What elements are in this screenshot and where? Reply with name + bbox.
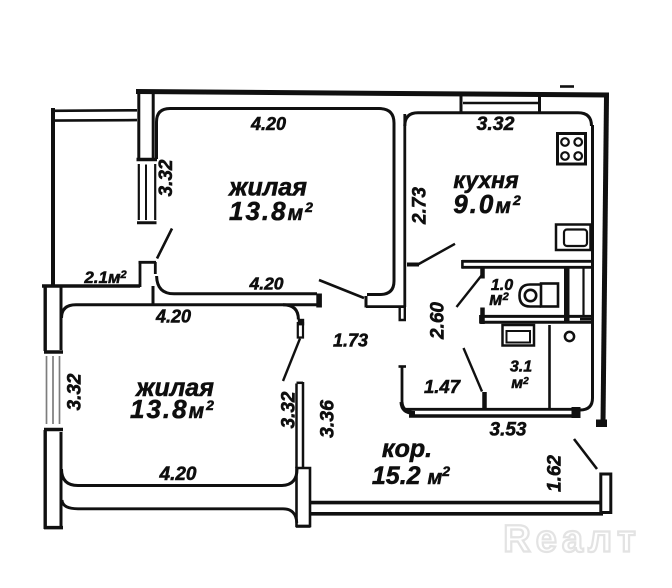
svg-text:4.20: 4.20 <box>155 307 191 327</box>
svg-text:4.20: 4.20 <box>248 274 283 294</box>
svg-text:кор.: кор. <box>382 435 432 463</box>
svg-text:м2: м2 <box>489 289 508 309</box>
svg-text:4.20: 4.20 <box>159 464 197 485</box>
svg-text:3.1: 3.1 <box>510 359 532 376</box>
svg-text:м2: м2 <box>511 375 529 392</box>
svg-text:1.0: 1.0 <box>491 277 513 294</box>
svg-text:жилая: жилая <box>227 174 307 202</box>
svg-text:3.32: 3.32 <box>477 113 515 135</box>
svg-text:15.2 м2: 15.2 м2 <box>372 462 450 490</box>
svg-text:2.60: 2.60 <box>428 302 449 340</box>
svg-text:жилая: жилая <box>134 374 214 402</box>
svg-text:2.73: 2.73 <box>410 187 431 225</box>
svg-text:3.53: 3.53 <box>490 420 527 441</box>
svg-text:3.32: 3.32 <box>156 159 177 196</box>
svg-text:1.73: 1.73 <box>333 331 368 351</box>
svg-text:2.1м2: 2.1м2 <box>83 268 126 287</box>
svg-text:9.0м2: 9.0м2 <box>453 189 523 219</box>
svg-text:Reaлт: Reaлт <box>503 519 640 561</box>
svg-text:3.32: 3.32 <box>65 373 86 410</box>
svg-text:3.36: 3.36 <box>317 400 339 438</box>
svg-text:3.32: 3.32 <box>279 391 300 428</box>
svg-text:кухня: кухня <box>453 167 519 193</box>
svg-text:1.62: 1.62 <box>545 455 566 492</box>
svg-text:4.20: 4.20 <box>250 114 286 134</box>
svg-text:1.47: 1.47 <box>424 376 462 397</box>
